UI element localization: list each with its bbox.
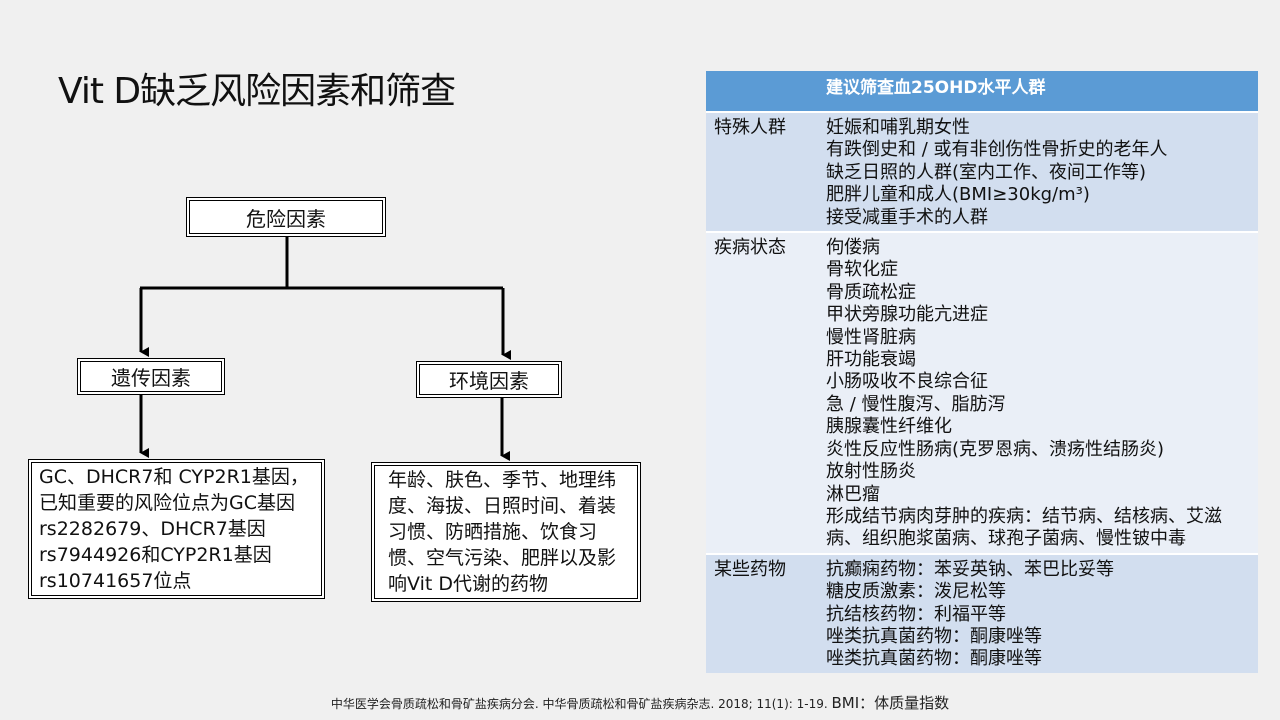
list-item: 抗癫痫药物：苯妥英钠、苯巴比妥等 (826, 558, 1114, 580)
list-item: 胰腺囊性纤维化 (826, 416, 952, 438)
genetic-detail-box: GC、DHCR7和 CYP2R1基因，已知重要的风险位点为GC基因rs22826… (28, 459, 325, 599)
list-item: 抗结核药物：利福平等 (826, 603, 1006, 625)
slide-title: Vit D缺乏风险因素和筛查 (58, 71, 456, 112)
list-item: 急 / 慢性腹泻、脂肪泻 (826, 393, 1006, 415)
list-item: 放射性肠炎 (826, 461, 916, 483)
root-box: 危险因素 (186, 197, 386, 237)
list-item: 骨质疏松症 (826, 281, 916, 303)
list-item: 妊娠和哺乳期女性 (826, 117, 970, 138)
bmi-note: BMI：体质量指数 (831, 694, 950, 712)
environmental-detail-box: 年龄、肤色、季节、地理纬度、海拔、日照时间、着装习惯、防晒措施、饮食习惯、空气污… (371, 462, 641, 602)
items-cell: 佝偻病 骨软化症 骨质疏松症 甲状旁腺功能亢进症 慢性肾脏病 肝功能衰竭 小肠吸… (818, 231, 1258, 554)
header-left-cell (706, 71, 818, 112)
items-cell: 妊娠和哺乳期女性 有跌倒史和 / 或有非创伤性骨折史的老年人 缺乏日照的人群(室… (818, 110, 1258, 233)
list-item: 肝功能衰竭 (826, 349, 916, 371)
screening-table: 建议筛查血25OHD水平人群 特殊人群 妊娠和哺乳期女性 有跌倒史和 / 或有非… (706, 71, 1258, 673)
citation-text: 中华医学会骨质疏松和骨矿盐疾病分会. 中华骨质疏松和骨矿盐疾病杂志. 2018;… (330, 697, 828, 711)
category-cell: 某些药物 (706, 552, 818, 673)
genetic-factors-box: 遗传因素 (77, 358, 225, 395)
risk-factor-diagram: 危险因素 遗传因素 环境因素 GC、DHCR7和 CYP2R1基因，已知重要的风… (28, 197, 641, 602)
list-item: 炎性反应性肠病(克罗恩病、溃疡性结肠炎) (826, 438, 1165, 460)
items-cell: 抗癫痫药物：苯妥英钠、苯巴比妥等 糖皮质激素：泼尼松等 抗结核药物：利福平等 唑… (818, 552, 1258, 673)
table-row: 特殊人群 妊娠和哺乳期女性 有跌倒史和 / 或有非创伤性骨折史的老年人 缺乏日照… (706, 110, 1258, 233)
list-item: 小肠吸收不良综合征 (826, 371, 988, 393)
list-item: 接受减重手术的人群 (826, 206, 988, 228)
table-header-row: 建议筛查血25OHD水平人群 (706, 71, 1258, 112)
list-item: 形成结节病肉芽肿的疾病：结节病、结核病、艾滋病、组织胞浆菌病、球孢子菌病、慢性铍… (826, 505, 1222, 550)
environmental-factors-box: 环境因素 (416, 361, 562, 398)
list-item: 糖皮质激素：泼尼松等 (826, 581, 1006, 603)
list-item: 缺乏日照的人群(室内工作、夜间工作等) (826, 161, 1147, 183)
list-item: 慢性肾脏病 (826, 326, 916, 348)
table-row: 疾病状态 佝偻病 骨软化症 骨质疏松症 甲状旁腺功能亢进症 慢性肾脏病 肝功能衰… (706, 231, 1258, 554)
list-item: 淋巴瘤 (826, 483, 880, 505)
list-item: 佝偻病 (826, 237, 880, 259)
connector-lines (139, 236, 511, 461)
footer: 中华医学会骨质疏松和骨矿盐疾病分会. 中华骨质疏松和骨矿盐疾病杂志. 2018;… (0, 692, 1280, 713)
list-item: 唑类抗真菌药物：酮康唑等 (826, 625, 1042, 647)
list-item: 唑类抗真菌药物：酮康唑等 (826, 648, 1042, 670)
list-item: 肥胖儿童和成人(BMI≥30kg/m³) (826, 184, 1090, 206)
header-title-cell: 建议筛查血25OHD水平人群 (818, 71, 1258, 112)
list-item: 骨软化症 (826, 259, 898, 281)
list-item: 甲状旁腺功能亢进症 (826, 304, 988, 326)
list-item: 有跌倒史和 / 或有非创伤性骨折史的老年人 (826, 139, 1168, 161)
table-row: 某些药物 抗癫痫药物：苯妥英钠、苯巴比妥等 糖皮质激素：泼尼松等 抗结核药物：利… (706, 552, 1258, 673)
category-cell: 特殊人群 (706, 110, 818, 233)
category-cell: 疾病状态 (706, 231, 818, 554)
